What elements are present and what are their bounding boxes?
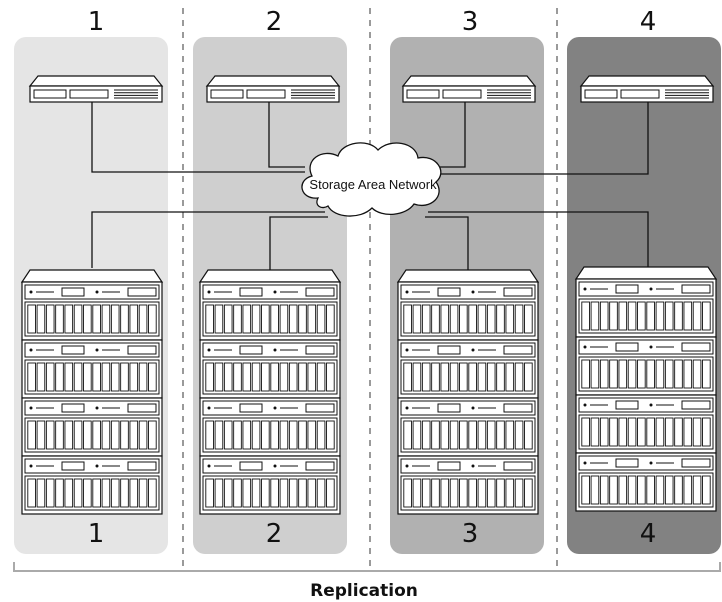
- column-dividers: [182, 8, 558, 572]
- disk-enclosure: [397, 339, 539, 399]
- disk-enclosure: [199, 281, 341, 341]
- column-1-bottom-label: 1: [88, 519, 105, 549]
- disk-enclosure: [575, 394, 717, 454]
- cloud-icon: [301, 142, 442, 217]
- disk-enclosure: [21, 455, 163, 515]
- storage-rack-2: [198, 269, 342, 515]
- san-label: Storage Area Network: [309, 177, 437, 192]
- san-connections: [91, 102, 649, 270]
- column-4-top-label: 4: [640, 7, 657, 37]
- disk-enclosure: [575, 336, 717, 396]
- disk-enclosure: [575, 452, 717, 512]
- disk-enclosure: [397, 397, 539, 457]
- disk-enclosure: [397, 455, 539, 515]
- column-4-bottom-label: 4: [640, 519, 657, 549]
- storage-rack-4: [574, 266, 718, 512]
- disk-enclosure: [21, 339, 163, 399]
- network-switch-2: [205, 75, 341, 103]
- network-switch-1: [28, 75, 164, 103]
- column-1-top-label: 1: [88, 7, 105, 37]
- network-switch-icon: [579, 75, 715, 103]
- column-2-top-label: 2: [266, 7, 283, 37]
- replication-label: Replication: [310, 581, 418, 601]
- disk-enclosure: [21, 281, 163, 341]
- replication-bracket: [13, 562, 721, 572]
- storage-rack-3: [396, 269, 540, 515]
- column-2-bottom-label: 2: [266, 519, 283, 549]
- column-3-bottom-label: 3: [462, 519, 479, 549]
- disk-enclosure: [575, 278, 717, 338]
- network-switch-icon: [28, 75, 164, 103]
- disk-enclosure: [199, 339, 341, 399]
- network-switch-icon: [401, 75, 537, 103]
- network-switch-4: [579, 75, 715, 103]
- network-switch-3: [401, 75, 537, 103]
- disk-enclosure: [21, 397, 163, 457]
- storage-rack-1: [20, 269, 164, 515]
- disk-enclosure: [397, 281, 539, 341]
- disk-enclosure: [199, 397, 341, 457]
- disk-enclosure: [199, 455, 341, 515]
- network-switch-icon: [205, 75, 341, 103]
- column-3-top-label: 3: [462, 7, 479, 37]
